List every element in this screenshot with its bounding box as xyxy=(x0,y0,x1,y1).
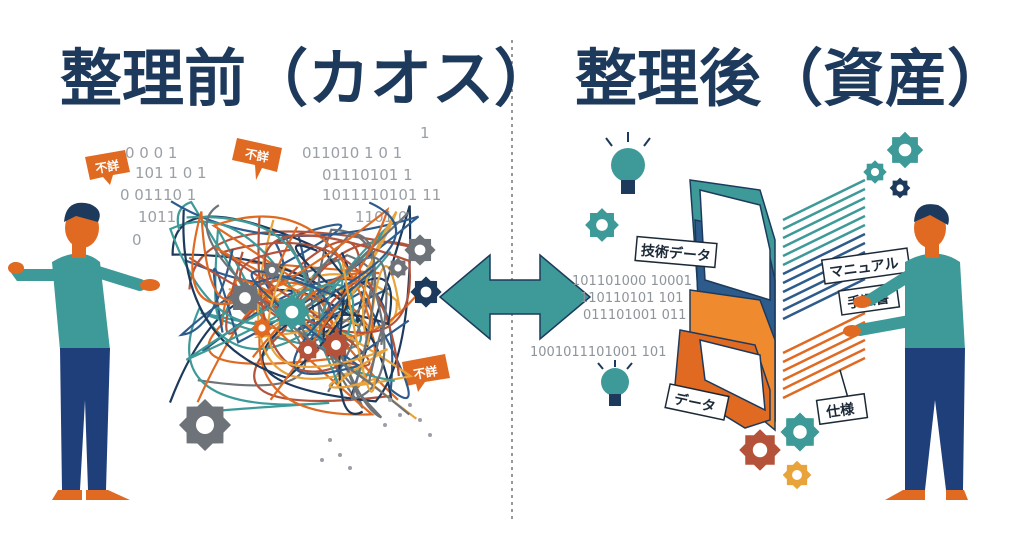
asset-binary: 101101000 10001 110110101 101 011101001 … xyxy=(530,274,692,360)
gear-icon xyxy=(321,330,351,360)
person-confused xyxy=(8,202,160,500)
unknown-tag: 不詳 xyxy=(232,138,282,180)
document-line xyxy=(782,277,866,321)
tag-text: 不詳 xyxy=(244,146,270,165)
gear-icon xyxy=(404,234,436,266)
document-lines xyxy=(782,178,866,400)
tangle-line xyxy=(250,201,398,375)
binary-text: 0 xyxy=(132,231,142,249)
person-presenting xyxy=(843,204,968,500)
bidirectional-arrow-icon xyxy=(438,253,592,341)
gear-icon xyxy=(273,293,311,331)
unknown-tag: 不詳 xyxy=(85,150,130,185)
gear-icon xyxy=(886,131,924,169)
document-line xyxy=(782,214,866,258)
label-data: データ xyxy=(664,383,730,421)
document-line xyxy=(782,196,866,240)
tangled-lines xyxy=(168,200,420,420)
tangle-line xyxy=(188,230,420,402)
gear-icon xyxy=(262,260,282,280)
tangle-line xyxy=(280,228,375,409)
scatter-dots xyxy=(320,398,432,470)
tag-text: 不詳 xyxy=(94,157,120,176)
document-line xyxy=(782,356,866,400)
lightbulb-icon xyxy=(605,132,651,194)
gear-icon xyxy=(296,338,320,362)
document-line xyxy=(782,187,866,231)
binary-text: 1011 xyxy=(138,208,176,226)
gear-icon xyxy=(228,281,262,315)
binary-text: 1011110101 11 xyxy=(322,186,441,204)
label-text: 仕様 xyxy=(824,400,856,421)
document-line xyxy=(782,338,866,382)
tangle-line xyxy=(211,215,375,358)
binary-text: 1101 0 xyxy=(355,208,408,226)
document-line xyxy=(782,232,866,276)
document-line xyxy=(782,205,866,249)
gears xyxy=(179,131,924,490)
gear-icon xyxy=(585,208,619,242)
document-line xyxy=(782,347,866,391)
gear-icon xyxy=(739,429,781,471)
label-spec: 仕様 xyxy=(815,392,869,426)
tangle-line xyxy=(219,217,400,377)
lightbulb-icon xyxy=(597,360,633,406)
label-manual: マニュアル xyxy=(820,247,912,285)
gear-icon xyxy=(410,276,442,308)
binary-text: 0 0 0 1 xyxy=(125,144,177,162)
label-text: 技術データ xyxy=(640,242,711,265)
gear-icon xyxy=(863,160,887,184)
binary-text: 110110101 101 xyxy=(580,291,683,306)
tangle-line xyxy=(191,206,390,401)
tangle-line xyxy=(294,244,393,357)
binary-text: 011101001 011 xyxy=(583,308,686,323)
binary-text: 1 xyxy=(420,124,430,142)
gear-icon xyxy=(179,399,231,451)
folder-stack xyxy=(674,179,776,432)
document-line xyxy=(782,311,866,355)
label-tech-data: 技術データ xyxy=(634,235,718,269)
tangle-line xyxy=(205,204,388,385)
binary-text: 101 1 0 1 xyxy=(135,164,207,182)
gear-icon xyxy=(251,317,273,339)
tag-text: 不詳 xyxy=(412,363,438,382)
binary-text: 011010 1 0 1 xyxy=(302,144,402,162)
unknown-tag: 不詳 xyxy=(402,354,450,392)
gear-icon xyxy=(780,412,820,452)
binary-text: 1001011101001 101 xyxy=(530,345,666,360)
tangle-line xyxy=(261,205,412,403)
gear-icon xyxy=(387,257,409,279)
tangle-line xyxy=(267,262,389,393)
binary-text: 101101000 10001 xyxy=(572,274,692,289)
chaos-binary: 0 0 0 1 101 1 0 1 0 01110 1 1011 0 01101… xyxy=(120,124,441,249)
gear-icon xyxy=(889,177,911,199)
title-after: 整理後（資産） xyxy=(575,42,1009,115)
title-before: 整理前（カオス） xyxy=(60,42,556,115)
document-line xyxy=(782,223,866,267)
document-line xyxy=(782,178,866,222)
gear-icon xyxy=(782,460,812,490)
binary-text: 01110101 1 xyxy=(322,166,413,184)
document-line xyxy=(782,329,866,373)
binary-text: 0 01110 1 xyxy=(120,186,196,204)
